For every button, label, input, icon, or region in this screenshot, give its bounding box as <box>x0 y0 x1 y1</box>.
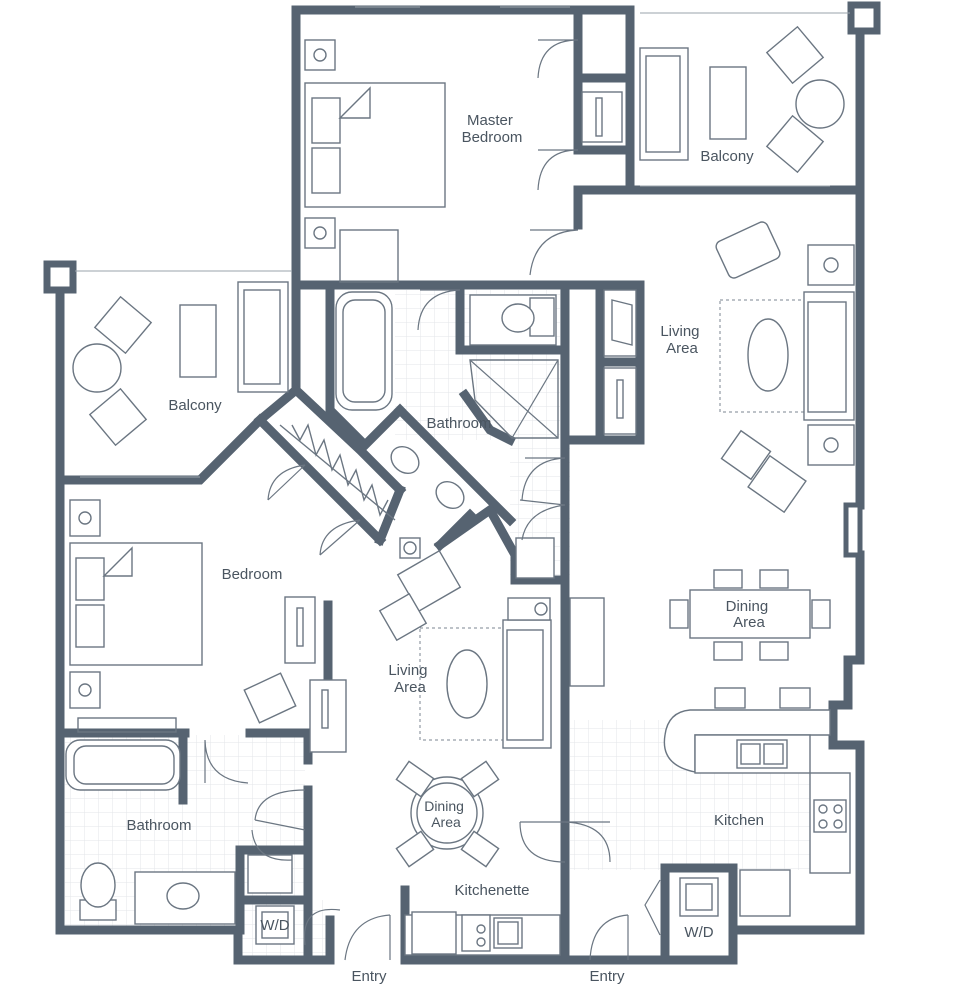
label-kitchen: Kitchen <box>714 812 764 829</box>
label-balcony-top: Balcony <box>700 148 754 165</box>
label-bedroom: Bedroom <box>222 566 283 583</box>
label-bathroom-center: Bathroom <box>426 415 491 432</box>
furniture <box>65 25 855 956</box>
label-balcony-left: Balcony <box>168 397 222 414</box>
doors <box>204 39 661 961</box>
label-wd-right: W/D <box>684 924 713 941</box>
label-dining-area-center: Dining Area <box>424 798 468 830</box>
label-bathroom-left: Bathroom <box>126 817 191 834</box>
label-living-area-center: Living Area <box>388 662 431 696</box>
label-entry-left: Entry <box>351 968 387 985</box>
room-labels: Master Bedroom Balcony Balcony Living Ar… <box>126 112 773 985</box>
label-master-bedroom: Master Bedroom <box>462 112 523 146</box>
label-wd-left: W/D <box>260 917 289 934</box>
label-dining-area-right: Dining Area <box>726 598 773 631</box>
closet-rack <box>279 423 396 521</box>
label-living-area-right: Living Area <box>660 323 703 357</box>
windows <box>75 6 850 478</box>
label-kitchenette: Kitchenette <box>454 882 529 899</box>
walls <box>43 1 881 965</box>
label-entry-right: Entry <box>589 968 625 985</box>
